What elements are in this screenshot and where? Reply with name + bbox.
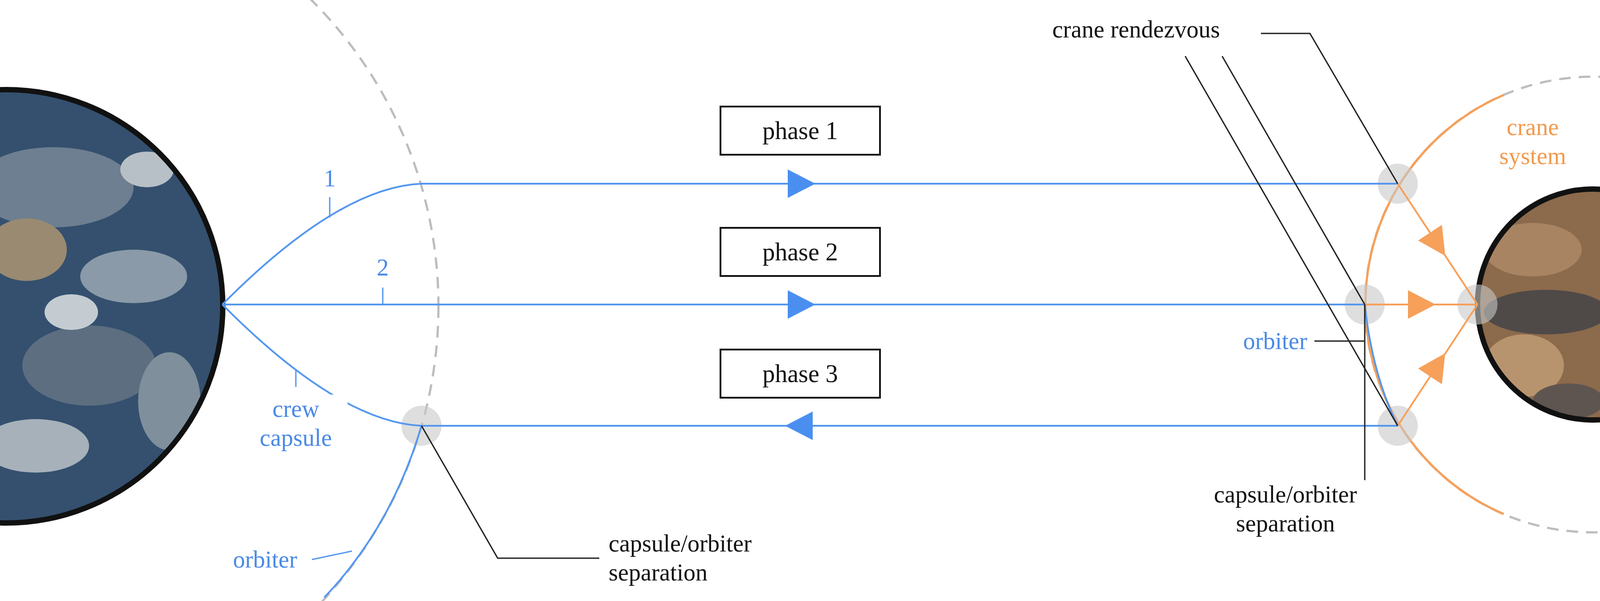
crane-arrows <box>1407 224 1457 384</box>
phase-label: phase 3 <box>762 359 839 388</box>
leader-lines <box>295 33 1398 560</box>
phase-label: phase 2 <box>762 237 839 266</box>
crane-paths <box>1364 183 1478 426</box>
callout-number: 1 <box>321 163 339 193</box>
direction-arrows <box>785 169 816 440</box>
phase-box: phase 3 <box>719 348 881 399</box>
part-label: orbiter <box>230 544 300 574</box>
earth <box>0 89 223 523</box>
earth-orbit <box>0 0 439 601</box>
event-label: capsule/orbiter separation <box>1186 479 1384 538</box>
part-label: crew capsule <box>244 394 348 453</box>
phase-label: phase 1 <box>762 116 839 145</box>
trajectories <box>222 183 1398 598</box>
event-label: crane rendezvous <box>1049 15 1223 45</box>
phase-box: phase 1 <box>719 105 881 156</box>
part-label: orbiter <box>1240 326 1310 356</box>
part-label: crane system <box>1485 112 1580 171</box>
phase-box: phase 2 <box>719 226 881 277</box>
mars-orbit <box>1365 76 1600 532</box>
callout-number: 2 <box>374 253 392 283</box>
event-label: capsule/orbiter separation <box>605 528 803 587</box>
